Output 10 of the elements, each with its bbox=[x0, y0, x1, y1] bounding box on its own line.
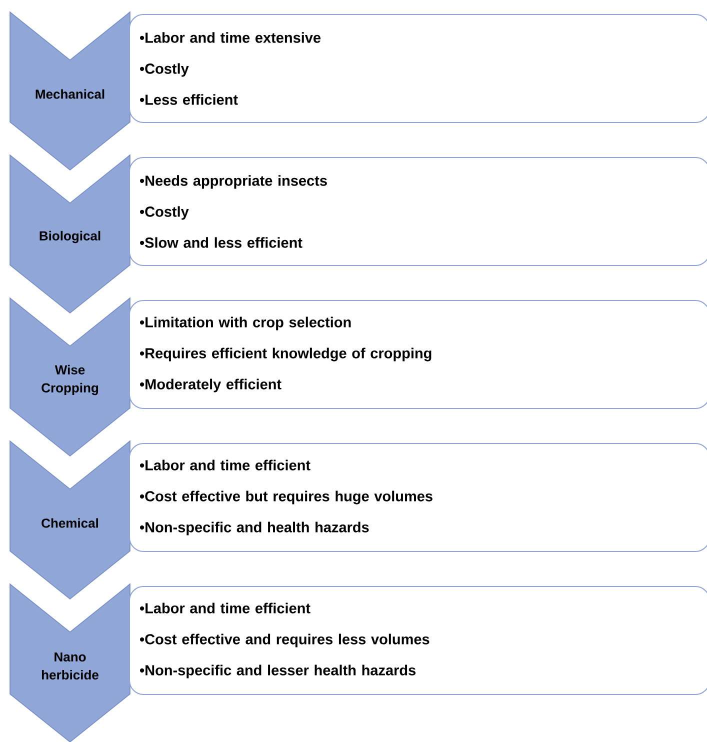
chevron-banner: Nano herbicide bbox=[10, 583, 130, 742]
chevron-banner: Mechanical bbox=[10, 11, 130, 171]
text-box: •Needs appropriate insects •Costly •Slow and less efficient bbox=[129, 157, 707, 266]
text-box: •Limitation with crop selection •Requires efficient knowledge of cropping •Moderately efficient bbox=[129, 300, 707, 409]
chevron-banner: Wise Cropping bbox=[10, 297, 130, 457]
text-box: •Labor and time extensive •Costly •Less efficient bbox=[129, 14, 707, 123]
chevron-banner: Biological bbox=[10, 154, 130, 314]
chevron-banner: Chemical bbox=[10, 440, 130, 600]
text-box: •Labor and time efficient •Cost effective but requires huge volumes •Non-specific and health hazards bbox=[129, 443, 707, 552]
text-box: •Labor and time efficient •Cost effective and requires less volumes •Non-specific and lesser health hazards bbox=[129, 586, 707, 695]
